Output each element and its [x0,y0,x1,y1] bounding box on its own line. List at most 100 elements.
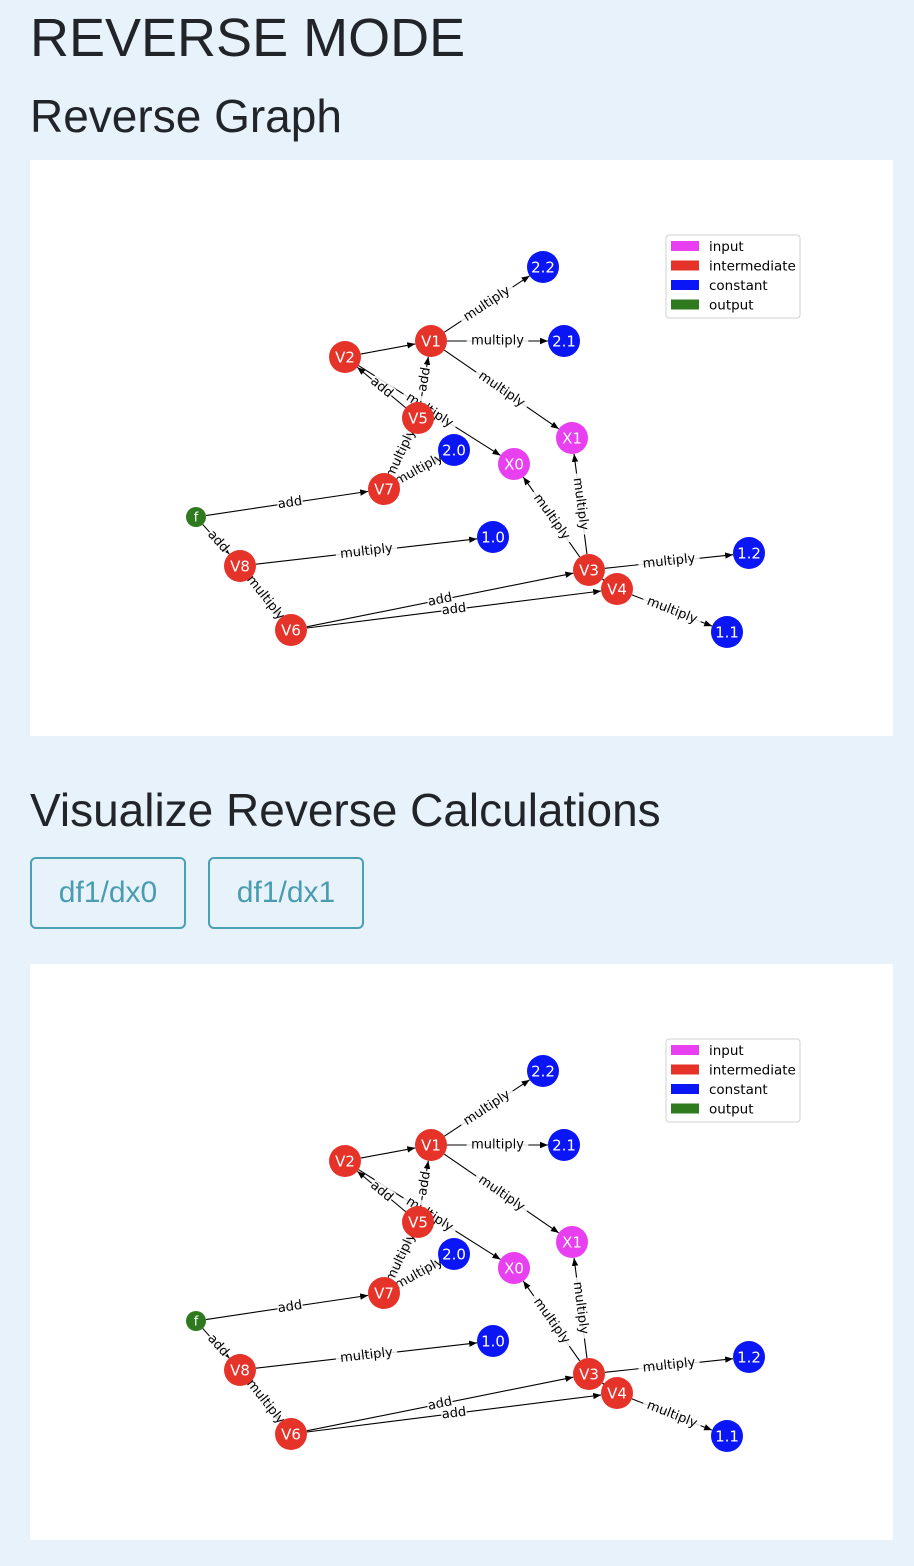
node-circle [224,1354,256,1386]
node-v1: V1 [415,325,447,357]
edge-label-text: multiply [476,1172,528,1214]
edge-label-bg [466,1137,529,1151]
edge-label-bg [641,1395,704,1432]
edge-v4-to-v3 [601,578,611,587]
df1-dx0-button[interactable]: df1/dx0 [30,857,186,929]
edge-label-text: multiply [471,334,524,349]
legend-box [665,1038,801,1123]
node-v7: V7 [368,473,400,505]
node-v4: V4 [601,1377,633,1409]
legend-swatch-intermediate [671,260,699,271]
edge-label-text: add [367,1178,395,1205]
edge-label-bg [637,1354,701,1375]
edge-label-text: multiply [461,283,514,325]
edge-label: multiply [456,280,517,326]
node-circle [186,507,206,527]
edge-label: multiply [334,1344,398,1366]
node-circle [329,341,361,373]
edge-label: add [367,1177,397,1205]
legend: input intermediate constant output [665,1038,801,1123]
edge-label: multiply [472,1169,532,1216]
edge-label-text: multiply [570,1281,592,1336]
node-label: X0 [504,1260,524,1278]
edge-v2-to-v1 [360,1146,416,1159]
node-v5: V5 [402,1206,434,1238]
edge-label: add [414,365,434,394]
edge-label-text: multiply [461,1087,514,1129]
node-v6: V6 [275,1418,307,1450]
node-circle [329,1145,361,1177]
edge-label-bg [456,1084,517,1130]
node-1-0: 1.0 [477,1325,509,1357]
node-1-2: 1.2 [733,537,765,569]
edge-label-bg [440,1403,468,1422]
legend-label-intermediate: intermediate [709,1063,796,1079]
legend-swatch-input [671,1045,699,1055]
edge-label-bg [380,1226,420,1288]
node-label: V3 [579,562,599,580]
node-circle [438,1238,470,1270]
legend-label-output: output [709,298,754,314]
node-label: V7 [374,481,394,499]
node-label: 2.1 [552,333,576,351]
edge-label: multiply [334,540,398,562]
node-circle [402,402,434,434]
edge-label-bg [472,365,532,412]
legend-label-input: input [709,1043,744,1059]
legend-swatch-output [671,1103,699,1114]
edge-label-bg [241,1372,291,1430]
node-label: V1 [421,1137,441,1155]
edge-label-text: add [441,601,467,619]
node-circle [438,434,470,466]
node-1-1: 1.1 [711,616,743,648]
node-label: V8 [230,1362,250,1380]
node-label: V2 [335,349,355,367]
edge-label-text: add [367,374,395,401]
node-x0: X0 [498,1252,530,1284]
edge-label: add [276,493,304,512]
node-circle [527,1055,559,1087]
node-circle [477,1325,509,1357]
edge-label-bg [380,422,420,484]
edge-label: add [440,1403,468,1423]
edge-label-text: add [441,1405,467,1423]
legend-label-input: input [709,239,744,255]
legend-label-constant: constant [709,1082,768,1098]
edge-label-text: add [204,1331,232,1359]
edge-label-text: multiply [530,491,573,543]
node-circle [368,473,400,505]
edge-label-bg [570,1276,593,1340]
edge-label-bg [528,1291,576,1350]
node-circle [601,573,633,605]
df1-dx1-button[interactable]: df1/dx1 [208,857,364,929]
edge-label-text: multiply [471,1138,524,1153]
edge-label-text: multiply [645,1398,700,1431]
node-circle [556,1226,588,1258]
edge-label-text: multiply [243,1377,288,1428]
node-label: 1.2 [737,545,761,563]
edge-label-bg [367,373,397,401]
node-v2: V2 [329,341,361,373]
edge-label-bg [456,280,517,326]
edge-label-bg [334,540,398,561]
legend-label-output: output [709,1102,754,1118]
node-circle [275,614,307,646]
node-label: V3 [579,1366,599,1384]
edge-label-text: multiply [243,573,288,624]
edge-label: multiply [472,365,532,412]
node-f: f [186,1311,206,1331]
node-1-1: 1.1 [711,1420,743,1452]
node-x1: X1 [556,1226,588,1258]
edge-label-bg [241,568,291,626]
edge-label-bg [388,447,449,490]
node-label: 1.0 [481,529,505,547]
node-label: V4 [607,581,627,599]
edge-label-bg [641,591,704,628]
node-circle [573,554,605,586]
node-v3: V3 [573,1358,605,1390]
edge-label-text: multiply [642,1355,696,1376]
